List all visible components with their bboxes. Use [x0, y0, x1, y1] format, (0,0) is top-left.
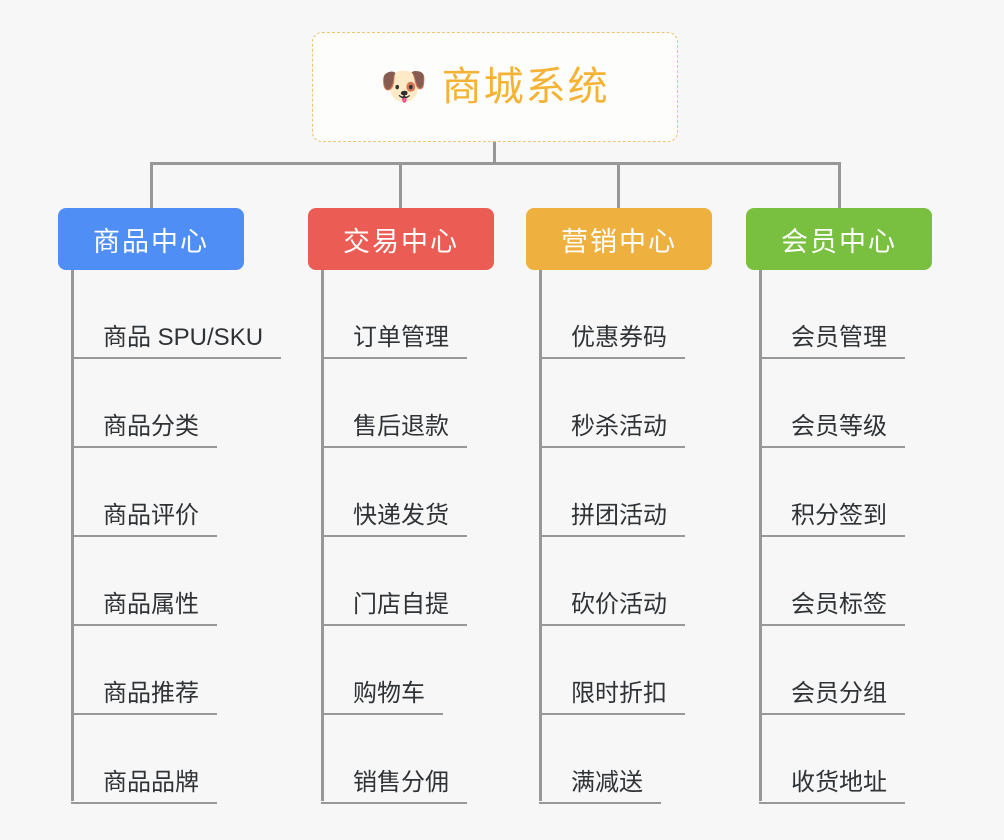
leaf-label: 商品品牌	[103, 769, 199, 797]
leaf-label: 商品评价	[103, 502, 199, 530]
leaf-item[interactable]: 会员标签	[746, 537, 932, 626]
connector-drop-trade-center	[399, 162, 402, 208]
leaf-underline: 会员管理	[759, 324, 905, 359]
leaf-label: 商品属性	[103, 591, 199, 619]
leaf-label: 商品推荐	[103, 680, 199, 708]
leaf-label: 门店自提	[353, 591, 449, 619]
leaf-item[interactable]: 商品评价	[58, 448, 281, 537]
leaf-label: 商品分类	[103, 413, 199, 441]
branch-header-trade-center[interactable]: 交易中心	[308, 208, 494, 270]
leaf-underline: 优惠券码	[539, 324, 685, 359]
leaf-underline: 砍价活动	[539, 591, 685, 626]
branch-member-center: 会员中心 会员管理 会员等级 积分签到 会员标签	[746, 208, 932, 804]
branch-header-marketing-center[interactable]: 营销中心	[526, 208, 712, 270]
leaf-label: 优惠券码	[571, 324, 667, 352]
branch-header-member-center[interactable]: 会员中心	[746, 208, 932, 270]
leaf-underline: 会员分组	[759, 680, 905, 715]
branch-trade-center: 交易中心 订单管理 售后退款 快递发货 门店自提	[308, 208, 494, 804]
leaf-underline: 门店自提	[321, 591, 467, 626]
branch-title-marketing-center: 营销中心	[561, 226, 677, 257]
connector-drop-member-center	[838, 162, 841, 208]
leaf-underline: 商品分类	[71, 413, 217, 448]
branch-title-product-center: 商品中心	[93, 226, 209, 257]
leaf-item[interactable]: 订单管理	[308, 270, 494, 359]
leaf-label: 秒杀活动	[571, 413, 667, 441]
leaf-underline: 秒杀活动	[539, 413, 685, 448]
leaf-underline: 积分签到	[759, 502, 905, 537]
leaf-underline: 商品推荐	[71, 680, 217, 715]
leaf-item[interactable]: 售后退款	[308, 359, 494, 448]
connector-drop-product-center	[150, 162, 153, 208]
leaf-underline: 商品 SPU/SKU	[71, 324, 282, 359]
branch-product-center: 商品中心 商品 SPU/SKU 商品分类 商品评价 商品属性	[58, 208, 282, 804]
leaf-item[interactable]: 砍价活动	[526, 537, 712, 626]
connector-root-stem	[493, 142, 496, 164]
leaf-item[interactable]: 积分签到	[746, 448, 932, 537]
leaf-label: 销售分佣	[353, 769, 449, 797]
leaf-list-marketing-center: 优惠券码 秒杀活动 拼团活动 砍价活动 限时折扣	[526, 270, 712, 804]
leaf-item[interactable]: 会员分组	[746, 626, 932, 715]
leaf-underline: 商品属性	[71, 591, 217, 626]
leaf-label: 快递发货	[353, 502, 449, 530]
leaf-underline: 会员等级	[759, 413, 905, 448]
leaf-item[interactable]: 会员等级	[746, 359, 932, 448]
leaf-item[interactable]: 商品分类	[58, 359, 281, 448]
leaf-underline: 销售分佣	[321, 769, 467, 804]
leaf-item[interactable]: 门店自提	[308, 537, 494, 626]
leaf-item[interactable]: 满减送	[526, 715, 712, 804]
leaf-item[interactable]: 收货地址	[746, 715, 932, 804]
leaf-label: 积分签到	[791, 502, 887, 530]
leaf-underline: 会员标签	[759, 591, 905, 626]
leaf-underline: 商品评价	[71, 502, 217, 537]
leaf-item[interactable]: 销售分佣	[308, 715, 494, 804]
leaf-label: 会员管理	[791, 324, 887, 352]
leaf-underline: 拼团活动	[539, 502, 685, 537]
leaf-label: 售后退款	[353, 413, 449, 441]
leaf-item[interactable]: 秒杀活动	[526, 359, 712, 448]
leaf-list-member-center: 会员管理 会员等级 积分签到 会员标签 会员分组	[746, 270, 932, 804]
shiba-dog-icon: 🐶	[380, 66, 428, 108]
leaf-item[interactable]: 购物车	[308, 626, 494, 715]
leaf-label: 收货地址	[791, 769, 887, 797]
connector-horizontal-bus	[150, 162, 841, 165]
leaf-label: 会员等级	[791, 413, 887, 441]
leaf-label: 限时折扣	[571, 680, 667, 708]
leaf-item[interactable]: 商品 SPU/SKU	[58, 270, 282, 359]
leaf-underline: 收货地址	[759, 769, 905, 804]
leaf-item[interactable]: 会员管理	[746, 270, 932, 359]
leaf-label: 订单管理	[353, 324, 449, 352]
branch-header-product-center[interactable]: 商品中心	[58, 208, 244, 270]
leaf-item[interactable]: 限时折扣	[526, 626, 712, 715]
leaf-underline: 订单管理	[321, 324, 467, 359]
leaf-label: 商品 SPU/SKU	[103, 324, 264, 352]
leaf-label: 满减送	[571, 769, 643, 797]
leaf-underline: 限时折扣	[539, 680, 685, 715]
leaf-underline: 满减送	[539, 769, 661, 804]
leaf-underline: 快递发货	[321, 502, 467, 537]
branch-marketing-center: 营销中心 优惠券码 秒杀活动 拼团活动 砍价活动	[526, 208, 712, 804]
branch-title-trade-center: 交易中心	[343, 226, 459, 257]
leaf-item[interactable]: 优惠券码	[526, 270, 712, 359]
leaf-item[interactable]: 商品属性	[58, 537, 281, 626]
root-title: 商城系统	[441, 65, 610, 109]
leaf-label: 砍价活动	[571, 591, 667, 619]
branch-title-member-center: 会员中心	[781, 226, 897, 257]
leaf-underline: 商品品牌	[71, 769, 217, 804]
leaf-label: 会员分组	[791, 680, 887, 708]
leaf-list-product-center: 商品 SPU/SKU 商品分类 商品评价 商品属性 商品推荐	[58, 270, 282, 804]
leaf-item[interactable]: 拼团活动	[526, 448, 712, 537]
leaf-label: 会员标签	[791, 591, 887, 619]
leaf-list-trade-center: 订单管理 售后退款 快递发货 门店自提 购物车	[308, 270, 494, 804]
connector-drop-marketing-center	[617, 162, 620, 208]
leaf-item[interactable]: 商品品牌	[58, 715, 281, 804]
leaf-underline: 售后退款	[321, 413, 467, 448]
root-node[interactable]: 🐶 商城系统	[312, 32, 678, 142]
leaf-label: 购物车	[353, 680, 425, 708]
leaf-underline: 购物车	[321, 680, 443, 715]
leaf-label: 拼团活动	[571, 502, 667, 530]
leaf-item[interactable]: 商品推荐	[58, 626, 281, 715]
leaf-item[interactable]: 快递发货	[308, 448, 494, 537]
